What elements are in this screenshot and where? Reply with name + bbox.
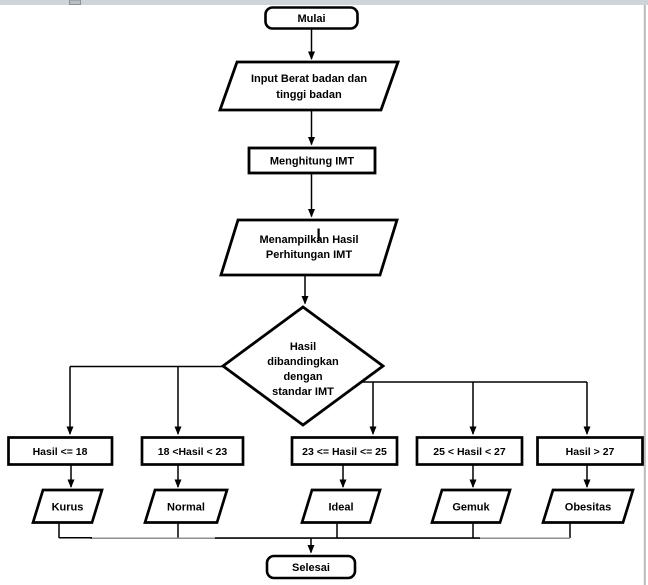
node-result-2[interactable] [143,488,229,524]
condition-5-label: Hasil > 27 [566,446,615,458]
node-output[interactable] [219,218,399,277]
result-5-label: Obesitas [565,502,611,514]
node-result-4[interactable] [430,488,512,524]
condition-3-label: 23 <= Hasil <= 25 [302,446,387,458]
node-condition-1[interactable] [7,436,114,466]
node-result-3[interactable] [300,488,382,524]
node-decision[interactable] [220,305,386,427]
node-decision-line1: Hasil [290,341,316,353]
node-result-1[interactable] [31,488,104,524]
node-condition-3[interactable] [290,436,399,466]
node-decision-line3: dengan [283,371,322,383]
node-end[interactable] [265,554,357,580]
node-end-label: Selesai [292,562,330,574]
node-condition-4[interactable] [415,436,524,466]
result-4-label: Gemuk [452,502,490,514]
node-input[interactable] [218,60,400,112]
result-3-label: Ideal [328,502,353,514]
node-start[interactable] [264,6,359,30]
condition-2-label: 18 <Hasil < 23 [158,446,228,458]
node-input-line1: Input Berat badan dan [251,73,367,85]
result-2-label: Normal [167,502,205,514]
condition-1-label: Hasil <= 18 [33,446,88,458]
node-start-label: Mulai [297,13,325,25]
node-process[interactable] [247,146,377,175]
node-input-line2: tinggi badan [276,89,342,101]
node-process-label: Menghitung IMT [270,156,355,168]
node-result-5[interactable] [541,488,635,524]
node-output-line2: Perhitungan IMT [266,249,352,261]
top-bar [0,0,648,5]
node-output-line1: Menampilkan Hasil [259,234,358,246]
condition-4-label: 25 < Hasil < 27 [433,446,506,458]
node-condition-2[interactable] [140,436,245,466]
top-resize-handle[interactable] [69,0,81,5]
result-1-label: Kurus [52,502,84,514]
node-condition-5[interactable] [536,436,644,466]
node-decision-line4: standar IMT [272,386,334,398]
node-decision-line2: dibandingkan [267,356,339,368]
text-caret [317,228,320,241]
